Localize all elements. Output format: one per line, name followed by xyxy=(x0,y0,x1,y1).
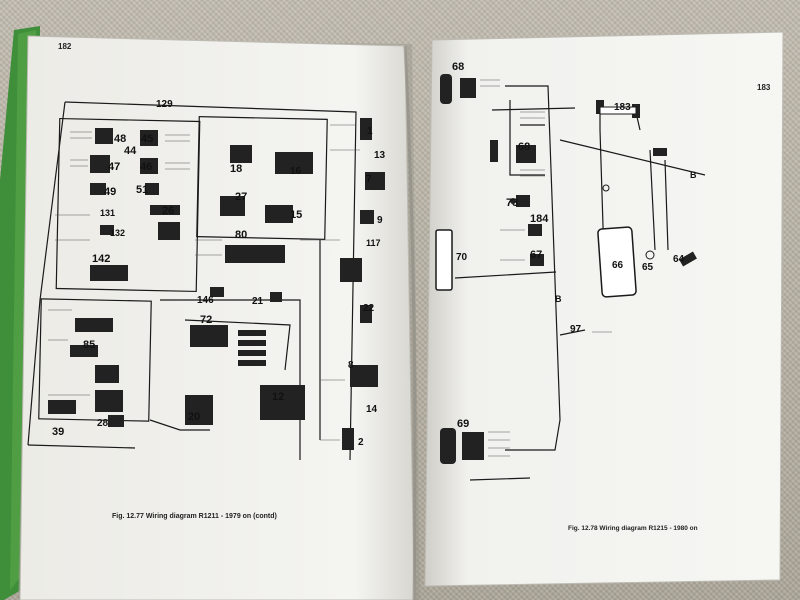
label-39: 39 xyxy=(52,426,64,438)
label-184: 184 xyxy=(530,213,549,225)
label-46: 46 xyxy=(140,161,152,173)
label-132: 132 xyxy=(110,228,125,238)
label-16: 16 xyxy=(290,166,302,177)
label-B-upper: B xyxy=(690,170,697,180)
label-72: 72 xyxy=(200,314,212,326)
right-connectors xyxy=(440,74,697,464)
label-142: 142 xyxy=(92,253,110,265)
label-2: 2 xyxy=(358,437,364,448)
left-figure-caption: Fig. 12.77 Wiring diagram R1211 - 1979 o… xyxy=(112,513,277,520)
label-66: 66 xyxy=(612,260,624,271)
label-183: 183 xyxy=(614,102,631,113)
label-69: 69 xyxy=(457,418,469,430)
label-7: 7 xyxy=(366,174,372,185)
label-15: 15 xyxy=(290,209,302,221)
label-13: 13 xyxy=(374,150,386,161)
label-70: 70 xyxy=(456,252,468,263)
label-49: 49 xyxy=(104,186,116,198)
label-97: 97 xyxy=(570,324,582,335)
right-page xyxy=(424,31,784,587)
label-129: 129 xyxy=(156,99,173,110)
left-page-number: 182 xyxy=(58,42,72,51)
label-B-lower: B xyxy=(555,294,562,304)
label-12: 12 xyxy=(272,391,284,403)
label-146: 146 xyxy=(197,295,214,306)
left-wire-codes xyxy=(48,124,360,441)
label-44: 44 xyxy=(124,145,137,157)
label-65: 65 xyxy=(642,262,654,273)
book-gutter xyxy=(403,45,417,600)
component-66-panel xyxy=(597,226,637,298)
label-28: 28 xyxy=(97,418,109,429)
component-70-lamp xyxy=(435,229,453,291)
label-1: 1 xyxy=(367,126,373,137)
label-21: 21 xyxy=(252,296,264,307)
label-68-mid: 68 xyxy=(518,141,530,153)
label-73: 73 xyxy=(506,197,518,209)
label-27: 27 xyxy=(235,191,247,203)
right-page-labels: 68 183 68 B 73 184 67 70 66 65 64 B 97 6… xyxy=(452,61,697,430)
component-183-bar xyxy=(599,106,637,115)
label-8: 8 xyxy=(348,360,354,371)
label-68-top: 68 xyxy=(452,61,464,73)
label-18: 18 xyxy=(230,163,242,175)
right-page-number: 183 xyxy=(757,83,771,92)
label-131: 131 xyxy=(100,208,115,218)
label-14: 14 xyxy=(366,404,378,415)
left-connectors xyxy=(48,118,385,450)
right-wire-codes xyxy=(480,79,612,457)
label-51: 51 xyxy=(136,184,148,196)
label-85: 85 xyxy=(83,339,95,351)
label-80: 80 xyxy=(235,229,247,241)
right-figure-caption: Fig. 12.78 Wiring diagram R1215 - 1980 o… xyxy=(568,525,698,532)
label-26: 26 xyxy=(162,205,174,217)
label-45: 45 xyxy=(141,133,153,145)
label-47: 47 xyxy=(108,161,120,173)
label-48: 48 xyxy=(114,133,126,145)
label-117: 117 xyxy=(366,238,381,248)
label-20: 20 xyxy=(188,411,200,423)
left-page xyxy=(19,35,415,600)
label-67: 67 xyxy=(530,249,542,261)
label-9: 9 xyxy=(377,215,383,226)
left-page-labels: 129 1 48 45 44 47 46 49 51 18 16 13 7 27… xyxy=(52,99,386,448)
label-22: 22 xyxy=(363,303,375,314)
label-64: 64 xyxy=(673,254,685,265)
